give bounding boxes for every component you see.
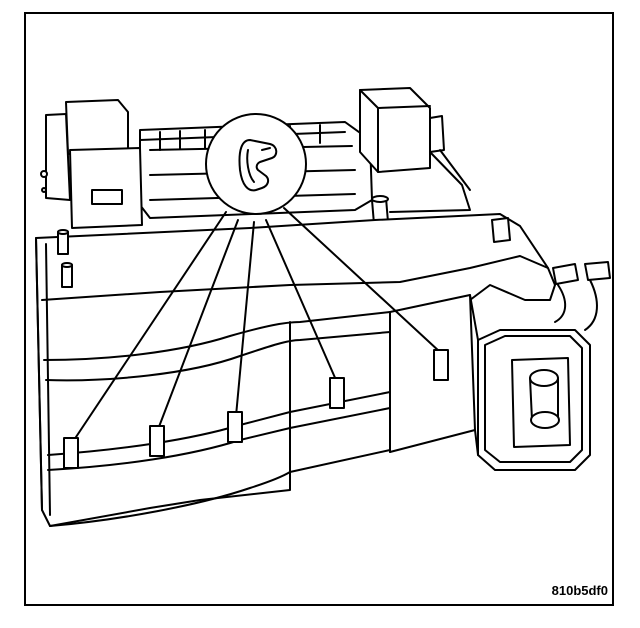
clip-5 [433, 349, 449, 381]
clip-2 [149, 425, 165, 457]
clip-4 [329, 377, 345, 409]
callout-leaders [69, 207, 441, 447]
clip-detail-callout [205, 113, 307, 215]
clip-1 [63, 437, 79, 469]
clip-3 [227, 411, 243, 443]
duct-outlet [389, 294, 591, 471]
figure-part-id: 810b5df0 [551, 583, 608, 598]
clip-detail-icon [238, 139, 278, 192]
retaining-clips [63, 349, 449, 469]
figure-frame [24, 12, 614, 606]
